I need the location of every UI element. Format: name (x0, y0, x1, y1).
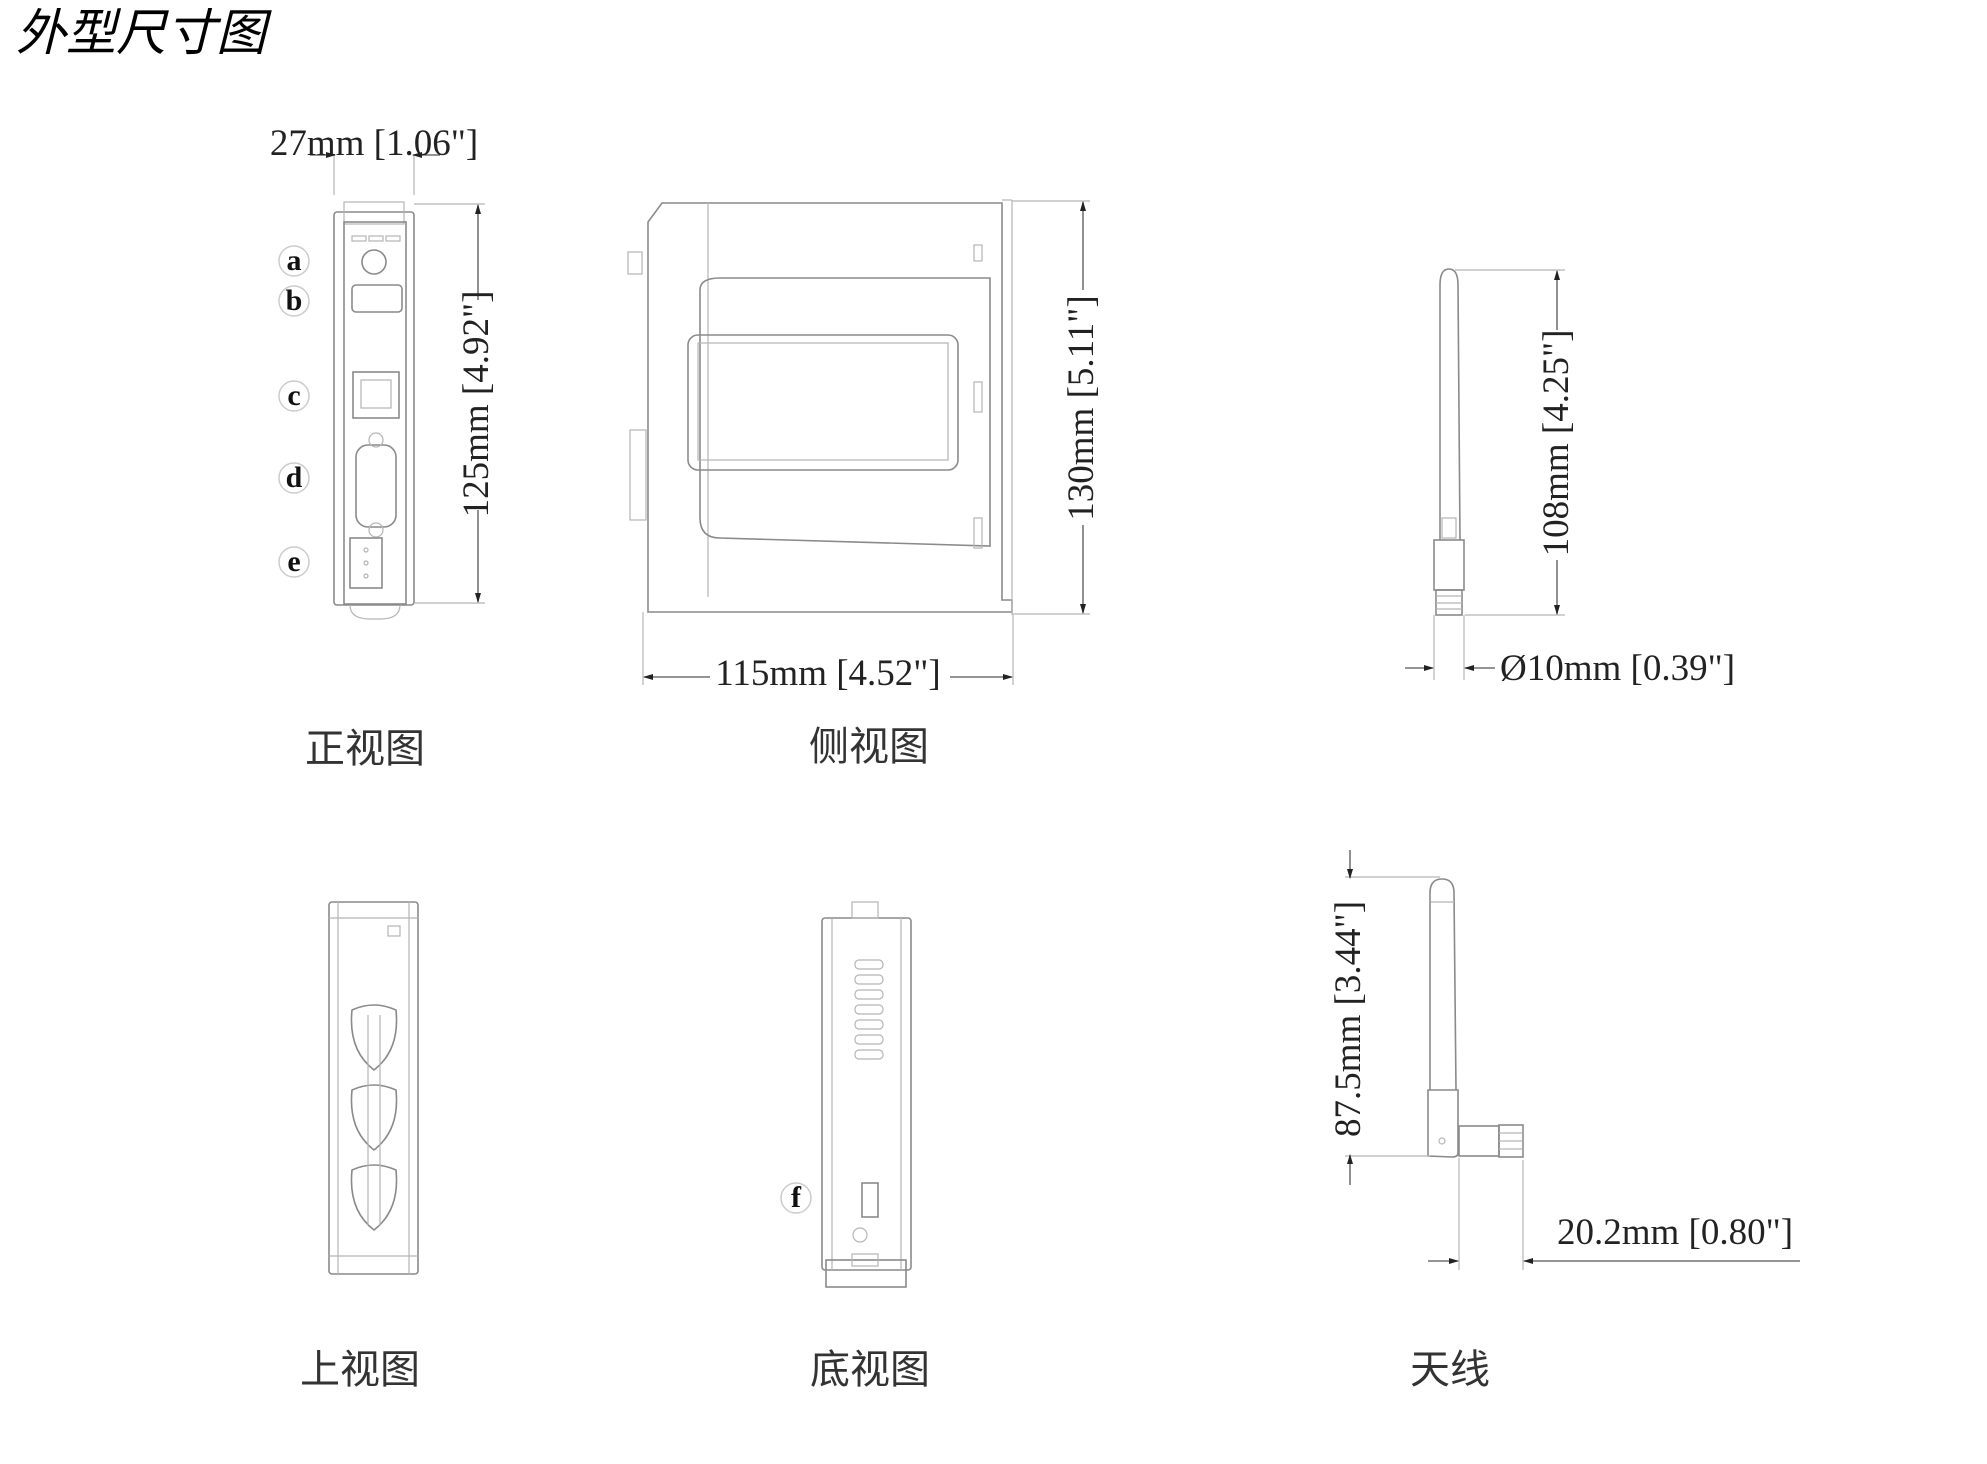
front-height-dimension: 125mm [4.92"] (456, 291, 497, 518)
serial-port (355, 444, 397, 528)
side-view-caption: 侧视图 (809, 724, 929, 770)
antenna-straight-drawing (1433, 268, 1465, 616)
page-title: 外型尺寸图 (16, 4, 272, 62)
vent-slots (350, 1004, 398, 1232)
port-label-f: f (791, 1181, 802, 1214)
dip-switch (861, 1182, 879, 1218)
port-label-d: d (286, 461, 303, 494)
bottom-view (821, 901, 912, 1288)
bent-antenna-offset-dimension: 20.2mm [0.80"] (1557, 1212, 1793, 1253)
ethernet-port (352, 371, 400, 419)
side-view (627, 199, 1013, 615)
front-view (333, 155, 415, 620)
usb-port (351, 284, 403, 313)
power-terminal (349, 537, 383, 589)
front-view-caption: 正视图 (305, 726, 425, 772)
antenna-caption: 天线 (1410, 1347, 1490, 1393)
front-width-dimension: 27mm [1.06"] (270, 123, 478, 164)
antenna-bent-drawing (1427, 878, 1524, 1158)
vent-slots-bottom (854, 959, 884, 1060)
reset-button (361, 249, 387, 275)
side-height-dimension: 130mm [5.11"] (1061, 295, 1102, 520)
bottom-view-caption: 底视图 (810, 1347, 930, 1393)
port-labels: a b c d e (278, 244, 310, 578)
antenna-height-dimension: 108mm [4.25"] (1536, 330, 1577, 557)
top-view-caption: 上视图 (300, 1347, 420, 1393)
port-label-a: a (287, 244, 302, 277)
port-label-c: c (287, 379, 300, 412)
led-indicators (351, 235, 401, 242)
antenna-diameter-dimension: Ø10mm [0.39"] (1500, 648, 1735, 689)
port-label-b: b (286, 284, 303, 317)
side-depth-dimension: 115mm [4.52"] (715, 653, 940, 694)
port-label-e: e (287, 545, 300, 578)
bent-antenna-height-dimension: 87.5mm [3.44"] (1328, 901, 1369, 1137)
top-view (328, 901, 419, 1275)
